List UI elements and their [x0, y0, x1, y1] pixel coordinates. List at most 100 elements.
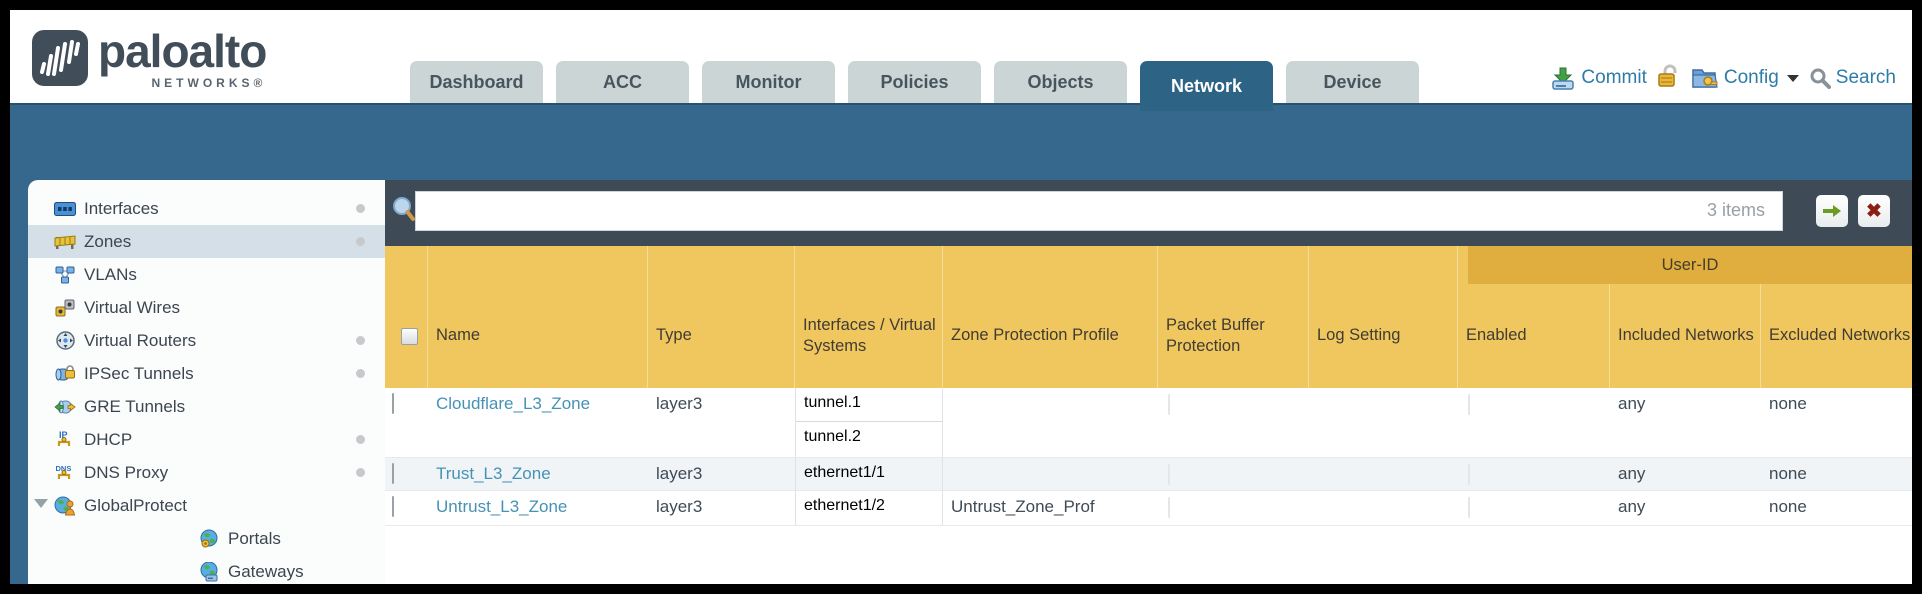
- packet-buffer-protection-checkbox[interactable]: [1168, 464, 1170, 485]
- tab-acc[interactable]: ACC: [556, 61, 689, 103]
- column-header-log-setting[interactable]: Log Setting: [1309, 246, 1458, 388]
- zone-interfaces: ethernet1/1: [795, 458, 943, 491]
- status-dot: [356, 336, 365, 345]
- lock-icon[interactable]: [1657, 63, 1681, 94]
- log-setting: [1309, 491, 1458, 525]
- included-networks: any: [1618, 464, 1646, 483]
- zone-type: layer3: [656, 394, 703, 413]
- utility-bar: Commit Config: [1550, 58, 1896, 98]
- app-window: ? Help paloalto NET: [10, 10, 1912, 584]
- tab-device[interactable]: Device: [1286, 61, 1419, 103]
- included-networks: any: [1618, 394, 1646, 413]
- zone-interfaces: ethernet1/2: [795, 491, 943, 525]
- clear-filter-button[interactable]: ✖: [1858, 195, 1890, 227]
- sidebar-item-virtual-wires[interactable]: Virtual Wires: [28, 291, 385, 324]
- table-row[interactable]: Untrust_L3_Zone layer3 ethernet1/2 Untru…: [385, 491, 1912, 526]
- tab-policies[interactable]: Policies: [848, 61, 981, 103]
- header-band: paloalto NETWORKS® Dashboard ACC Monitor…: [10, 10, 1912, 111]
- packet-buffer-protection-checkbox[interactable]: [1168, 394, 1170, 415]
- select-all-checkbox[interactable]: [400, 327, 418, 345]
- table-row[interactable]: Cloudflare_L3_Zone layer3 tunnel.1 tunne…: [385, 388, 1912, 458]
- sidebar-item-globalprotect[interactable]: GlobalProtect: [28, 489, 385, 522]
- paloalto-logo-icon: [32, 30, 88, 86]
- dhcp-icon: IP: [54, 430, 76, 450]
- gre-tunnels-icon: [54, 397, 76, 417]
- virtual-routers-icon: [54, 331, 76, 351]
- tab-network[interactable]: Network: [1140, 61, 1273, 111]
- row-checkbox[interactable]: [392, 393, 394, 414]
- status-dot: [356, 435, 365, 444]
- zone-name-link[interactable]: Trust_L3_Zone: [436, 464, 551, 483]
- content-panel: 3 items ✖ Name Type Interfaces / Virtual…: [385, 180, 1912, 584]
- status-dot: [356, 369, 365, 378]
- svg-text:IP: IP: [59, 430, 68, 440]
- row-checkbox[interactable]: [392, 496, 394, 517]
- table-body: Cloudflare_L3_Zone layer3 tunnel.1 tunne…: [385, 388, 1912, 526]
- sidebar-item-dns-proxy[interactable]: DNS DNS Proxy: [28, 456, 385, 489]
- virtual-wires-icon: [54, 298, 76, 318]
- sidebar-item-ipsec-tunnels[interactable]: IPSec Tunnels: [28, 357, 385, 390]
- column-header-packet-buffer-protection[interactable]: Packet Buffer Protection: [1158, 246, 1309, 388]
- excluded-networks: none: [1769, 497, 1807, 516]
- log-setting: [1309, 388, 1458, 457]
- column-header-enabled[interactable]: Enabled: [1458, 246, 1610, 388]
- globalprotect-icon: [54, 496, 76, 516]
- apply-filter-button[interactable]: [1816, 195, 1848, 227]
- excluded-networks: none: [1769, 464, 1807, 483]
- table-row[interactable]: Trust_L3_Zone layer3 ethernet1/1 any non…: [385, 458, 1912, 491]
- sidebar-item-dhcp[interactable]: IP DHCP: [28, 423, 385, 456]
- row-checkbox[interactable]: [392, 463, 394, 484]
- sidebar-item-gateways[interactable]: Gateways: [28, 555, 385, 584]
- zone-name-link[interactable]: Cloudflare_L3_Zone: [436, 394, 591, 413]
- paloalto-logo: paloalto NETWORKS®: [32, 22, 267, 90]
- tab-dashboard[interactable]: Dashboard: [410, 61, 543, 103]
- tab-monitor[interactable]: Monitor: [702, 61, 835, 103]
- sidebar-item-portals[interactable]: Portals: [28, 522, 385, 555]
- interface-entry: tunnel.1: [804, 394, 861, 411]
- zone-protection-profile: [943, 388, 1158, 457]
- column-header-excluded-networks[interactable]: Excluded Networks: [1769, 326, 1911, 345]
- filter-input[interactable]: [415, 191, 1783, 231]
- commit-button[interactable]: Commit: [1550, 66, 1647, 90]
- gateways-icon: [198, 561, 220, 582]
- user-id-enabled-checkbox[interactable]: [1468, 394, 1470, 415]
- sidebar-item-zones[interactable]: Zones: [28, 225, 385, 258]
- user-id-enabled-checkbox[interactable]: [1468, 464, 1470, 485]
- tab-objects[interactable]: Objects: [994, 61, 1127, 103]
- sidebar-item-gre-tunnels[interactable]: GRE Tunnels: [28, 390, 385, 423]
- excluded-networks: none: [1769, 394, 1807, 413]
- zone-protection-profile: [943, 458, 1158, 491]
- user-id-enabled-checkbox[interactable]: [1468, 497, 1470, 518]
- zone-type: layer3: [656, 497, 703, 516]
- config-button[interactable]: Config: [1691, 66, 1799, 90]
- status-dot: [356, 204, 365, 213]
- packet-buffer-protection-checkbox[interactable]: [1168, 497, 1170, 518]
- sidebar-item-virtual-routers[interactable]: Virtual Routers: [28, 324, 385, 357]
- log-setting: [1309, 458, 1458, 491]
- sidebar-item-vlans[interactable]: VLANs: [28, 258, 385, 291]
- user-id-group-header: User-ID: [1468, 246, 1912, 284]
- status-dot: [356, 468, 365, 477]
- sidebar-item-interfaces[interactable]: Interfaces: [28, 192, 385, 225]
- table-header: Name Type Interfaces / Virtual Systems Z…: [385, 246, 1912, 388]
- svg-text:DNS: DNS: [56, 464, 72, 473]
- column-header-zone-protection-profile[interactable]: Zone Protection Profile: [943, 246, 1158, 388]
- portals-icon: [198, 529, 220, 549]
- column-header-included-networks[interactable]: Included Networks: [1610, 246, 1761, 388]
- config-icon: [1692, 69, 1718, 88]
- dns-proxy-icon: DNS: [54, 463, 76, 483]
- column-header-name[interactable]: Name: [428, 246, 648, 388]
- collapse-triangle-icon[interactable]: [34, 499, 48, 508]
- zones-icon: [54, 232, 76, 252]
- main-tabs: Dashboard ACC Monitor Policies Objects N…: [410, 61, 1419, 111]
- search-button[interactable]: Search: [1809, 67, 1896, 89]
- column-header-interfaces[interactable]: Interfaces / Virtual Systems: [795, 246, 943, 388]
- zone-protection-profile: Untrust_Zone_Prof: [951, 497, 1095, 516]
- zone-name-link[interactable]: Untrust_L3_Zone: [436, 497, 568, 516]
- chevron-down-icon: [1786, 74, 1799, 82]
- interface-entry: ethernet1/1: [804, 464, 885, 481]
- interface-entry: ethernet1/2: [804, 497, 885, 514]
- vlans-icon: [54, 265, 76, 285]
- select-all-column: [385, 246, 428, 388]
- column-header-type[interactable]: Type: [648, 246, 795, 388]
